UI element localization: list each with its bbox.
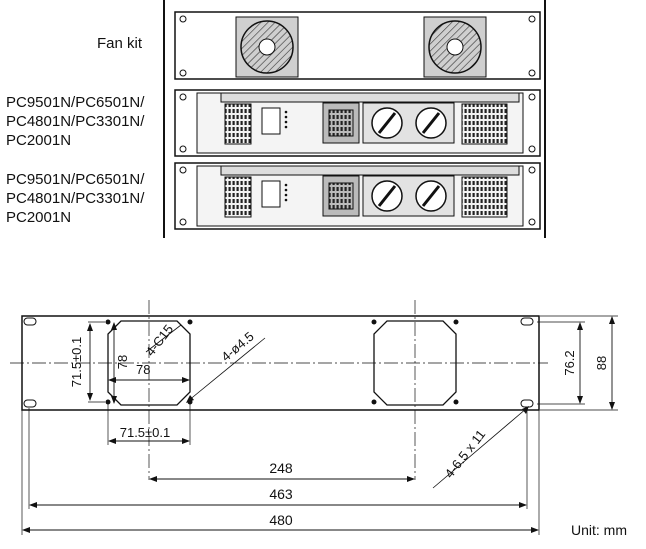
unit-label: Unit: mm xyxy=(571,522,627,538)
rack-frame xyxy=(163,0,546,238)
dim-71-5-vertical-label: 71.5±0.1 xyxy=(69,337,84,388)
model-line: PC9501N/PC6501N/ xyxy=(6,94,145,111)
panel-drawing xyxy=(10,300,618,535)
fan-kit-panel xyxy=(174,11,541,80)
model-line: PC2001N xyxy=(6,209,72,226)
dim-480-label: 480 xyxy=(269,512,293,528)
amplifier-unit-2 xyxy=(174,162,541,230)
fan-icon xyxy=(235,16,299,78)
fan-kit-label: Fan kit xyxy=(97,35,143,52)
fan-icon xyxy=(423,16,487,78)
dim-248-label: 248 xyxy=(269,460,293,476)
amplifier-2-label: PC9501N/PC6501N/ PC4801N/PC3301N/ PC2001… xyxy=(6,170,144,227)
amplifier-unit-1 xyxy=(174,89,541,157)
dim-78-vertical-label: 78 xyxy=(115,355,130,369)
dim-76-2-label: 76.2 xyxy=(562,350,577,375)
dim-463-label: 463 xyxy=(269,486,293,502)
dim-88-label: 88 xyxy=(594,356,609,370)
dim-71-5-horizontal-label: 71.5±0.1 xyxy=(120,425,171,440)
dim-slot-label: 4-6.5 x 11 xyxy=(442,427,489,481)
dim-78-horizontal-label: 78 xyxy=(136,362,150,377)
model-line: PC9501N/PC6501N/ xyxy=(6,171,145,188)
amplifier-1-label: PC9501N/PC6501N/ PC4801N/PC3301N/ PC2001… xyxy=(6,93,144,150)
model-line: PC4801N/PC3301N/ xyxy=(6,190,145,207)
dim-hole-label: 4-ø4.5 xyxy=(218,329,256,365)
dim-corner-label: 4-C15 xyxy=(143,322,177,359)
model-line: PC2001N xyxy=(6,132,72,149)
model-line: PC4801N/PC3301N/ xyxy=(6,113,145,130)
